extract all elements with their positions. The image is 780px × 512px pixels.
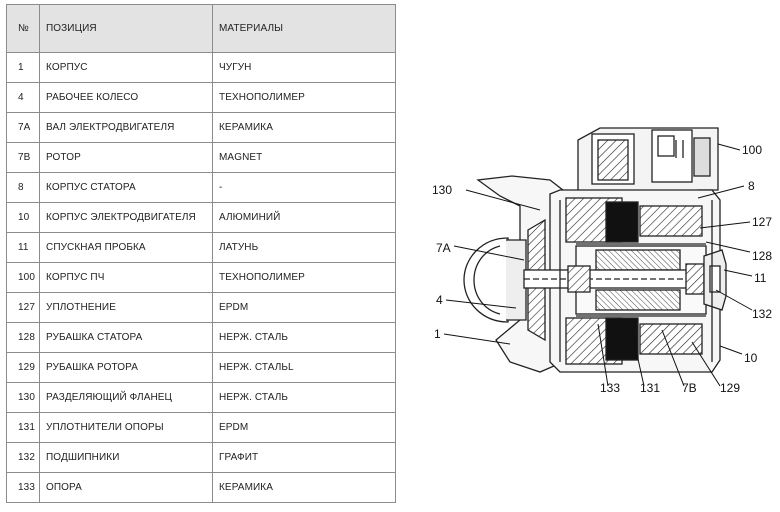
table-header: № ПОЗИЦИЯ МАТЕРИАЛЫ bbox=[6, 4, 396, 53]
cell-material: НЕРЖ. СТАЛЬL bbox=[212, 352, 396, 383]
cell-material: - bbox=[212, 172, 396, 203]
cell-material: ЧУГУН bbox=[212, 52, 396, 83]
cell-material: НЕРЖ. СТАЛЬ bbox=[212, 382, 396, 413]
callout-8: 8 bbox=[748, 179, 755, 193]
callout-130: 130 bbox=[432, 183, 452, 197]
cell-number: 133 bbox=[6, 472, 40, 503]
cell-number: 8 bbox=[6, 172, 40, 203]
cell-material: ЛАТУНЬ bbox=[212, 232, 396, 263]
callout-100: 100 bbox=[742, 143, 762, 157]
cell-number: 129 bbox=[6, 352, 40, 383]
callout-127: 127 bbox=[752, 215, 772, 229]
callout-7b: 7B bbox=[682, 381, 697, 395]
cell-position: РУБАШКА СТАТОРА bbox=[39, 322, 213, 353]
cell-number: 128 bbox=[6, 322, 40, 353]
cell-number: 7A bbox=[6, 112, 40, 143]
cell-material: EPDM bbox=[212, 292, 396, 323]
callout-10: 10 bbox=[744, 351, 758, 365]
cell-material: АЛЮМИНИЙ bbox=[212, 202, 396, 233]
cell-position: КОРПУС СТАТОРА bbox=[39, 172, 213, 203]
cell-material: КЕРАМИКА bbox=[212, 472, 396, 503]
cell-position: КОРПУС bbox=[39, 52, 213, 83]
header-materials: МАТЕРИАЛЫ bbox=[212, 4, 396, 53]
cell-number: 4 bbox=[6, 82, 40, 113]
cell-position: РУБАШКА РОТОРА bbox=[39, 352, 213, 383]
cell-position: ОПОРА bbox=[39, 472, 213, 503]
callout-133: 133 bbox=[600, 381, 620, 395]
callout-4: 4 bbox=[436, 293, 443, 307]
cell-number: 132 bbox=[6, 442, 40, 473]
cell-number: 130 bbox=[6, 382, 40, 413]
cell-material: ТЕХНОПОЛИМЕР bbox=[212, 82, 396, 113]
cell-position: РОТОР bbox=[39, 142, 213, 173]
header-number: № bbox=[6, 4, 40, 53]
cell-position: ПОДШИПНИКИ bbox=[39, 442, 213, 473]
cell-number: 131 bbox=[6, 412, 40, 443]
cell-material: MAGNET bbox=[212, 142, 396, 173]
cell-position: КОРПУС ПЧ bbox=[39, 262, 213, 293]
cell-number: 7B bbox=[6, 142, 40, 173]
cell-position: КОРПУС ЭЛЕКТРОДВИГАТЕЛЯ bbox=[39, 202, 213, 233]
pump-drawing bbox=[463, 127, 727, 373]
callout-132: 132 bbox=[752, 307, 772, 321]
cell-number: 1 bbox=[6, 52, 40, 83]
cell-number: 10 bbox=[6, 202, 40, 233]
header-position: ПОЗИЦИЯ bbox=[39, 4, 213, 53]
cell-position: РАЗДЕЛЯЮЩИЙ ФЛАНЕЦ bbox=[39, 382, 213, 413]
callout-labels: 100 8 127 128 11 132 10 129 7B 131 133 1… bbox=[432, 143, 772, 395]
cell-material: КЕРАМИКА bbox=[212, 112, 396, 143]
cell-position: УПЛОТНЕНИЕ bbox=[39, 292, 213, 323]
cell-material: ГРАФИТ bbox=[212, 442, 396, 473]
cell-number: 100 bbox=[6, 262, 40, 293]
callout-129: 129 bbox=[720, 381, 740, 395]
callout-11: 11 bbox=[754, 271, 767, 285]
cell-number: 127 bbox=[6, 292, 40, 323]
cell-position: УПЛОТНИТЕЛИ ОПОРЫ bbox=[39, 412, 213, 443]
callout-leader-lines bbox=[443, 143, 753, 387]
callout-7a: 7A bbox=[436, 241, 451, 255]
header-row: № ПОЗИЦИЯ МАТЕРИАЛЫ bbox=[6, 4, 396, 53]
callout-128: 128 bbox=[752, 249, 772, 263]
cell-material: ТЕХНОПОЛИМЕР bbox=[212, 262, 396, 293]
cell-position: СПУСКНАЯ ПРОБКА bbox=[39, 232, 213, 263]
callout-1: 1 bbox=[434, 327, 441, 341]
cell-number: 11 bbox=[6, 232, 40, 263]
cell-position: ВАЛ ЭЛЕКТРОДВИГАТЕЛЯ bbox=[39, 112, 213, 143]
callout-131: 131 bbox=[640, 381, 660, 395]
cell-position: РАБОЧЕЕ КОЛЕСО bbox=[39, 82, 213, 113]
cell-material: НЕРЖ. СТАЛЬ bbox=[212, 322, 396, 353]
cell-material: EPDM bbox=[212, 412, 396, 443]
pump-cross-section-diagram: 100 8 127 128 11 132 10 129 7B 131 133 1… bbox=[432, 127, 772, 395]
